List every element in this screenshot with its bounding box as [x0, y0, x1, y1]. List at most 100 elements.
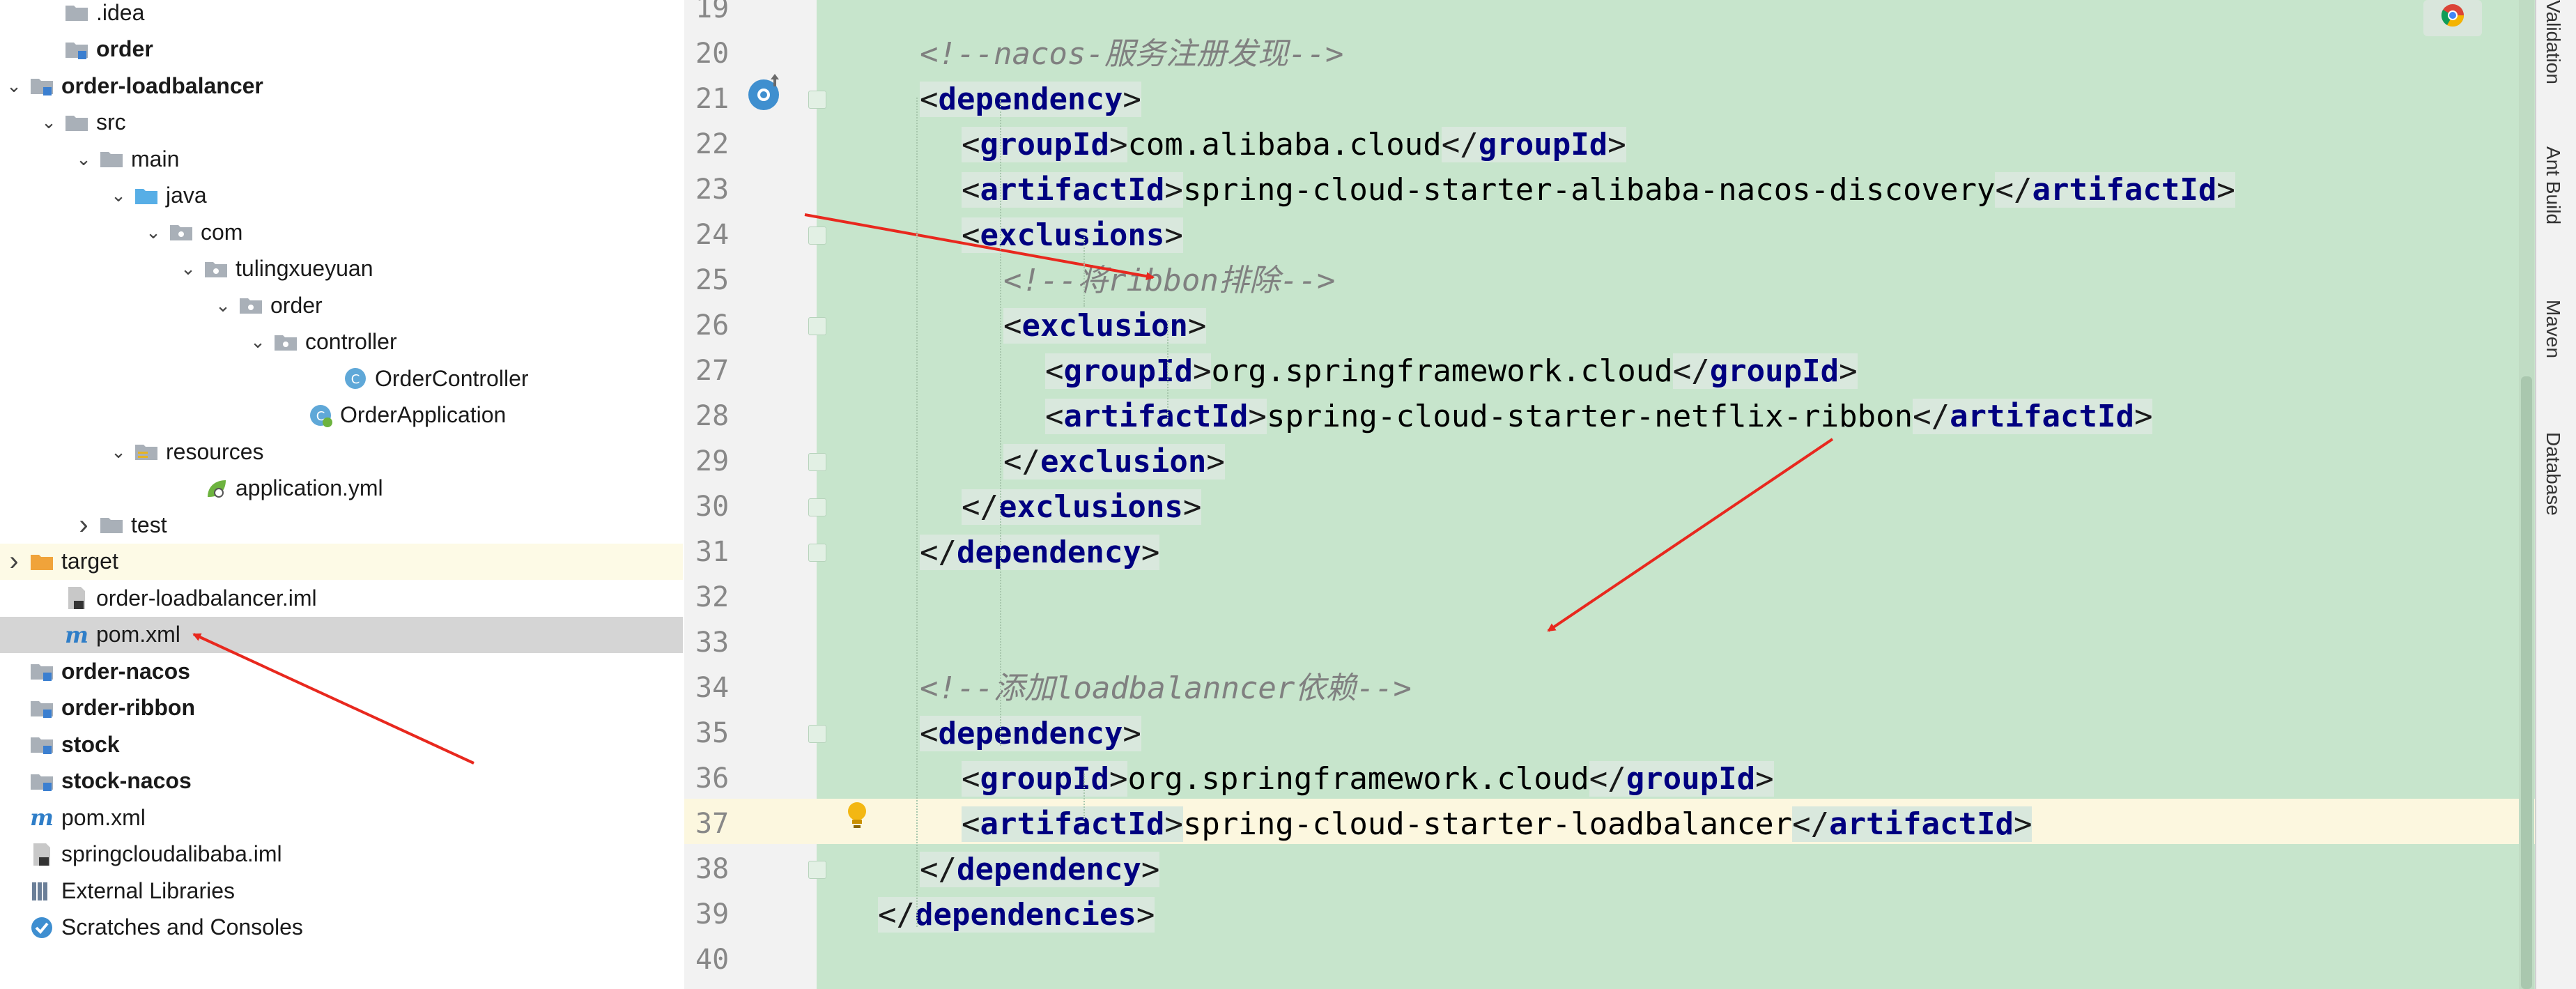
class-icon: C — [341, 365, 369, 392]
resources-folder-icon — [132, 438, 160, 466]
code-line[interactable]: </exclusion> — [1003, 444, 1225, 480]
tree-item[interactable]: ⌄controller — [0, 324, 683, 360]
tree-item[interactable]: order-loadbalancer.iml — [0, 580, 683, 616]
tree-item-label: resources — [166, 438, 264, 464]
database-tool-tab[interactable]: Database — [2543, 432, 2564, 516]
svg-text:C: C — [351, 372, 360, 387]
tree-item-label: pom.xml — [61, 804, 146, 830]
tree-item[interactable]: m pom.xml — [0, 799, 683, 836]
tree-item-label: stock-nacos — [61, 768, 192, 793]
line-number: 37 — [695, 808, 730, 840]
code-line[interactable]: <artifactId>spring-cloud-starter-loadbal… — [962, 806, 2033, 842]
code-line[interactable]: <groupId>org.springframework.cloud</grou… — [962, 761, 1774, 797]
tree-item[interactable]: › test — [0, 507, 683, 543]
ant-build-tool-tab[interactable]: Ant Build — [2543, 146, 2564, 225]
tree-item-label: order — [96, 36, 153, 61]
tree-item[interactable]: ⌄main — [0, 141, 683, 177]
fold-marker[interactable] — [808, 544, 826, 562]
chevron-down-icon[interactable]: ⌄ — [146, 221, 161, 243]
code-line[interactable]: <exclusion> — [1003, 308, 1207, 344]
chevron-down-icon[interactable]: ⌄ — [41, 112, 56, 132]
chevron-down-icon[interactable]: ⌄ — [76, 148, 91, 169]
indent-guide — [1083, 774, 1085, 819]
line-number: 29 — [695, 445, 730, 477]
tree-item[interactable]: ⌄tulingxueyuan — [0, 251, 683, 287]
tree-item-label: order-loadbalancer — [61, 72, 263, 98]
code-line[interactable]: <dependency> — [920, 716, 1141, 751]
module-folder-icon — [28, 767, 56, 795]
code-line[interactable]: <dependency> — [920, 82, 1141, 117]
line-number: 40 — [695, 944, 730, 976]
tree-item[interactable]: ⌄src — [0, 105, 683, 141]
code-line[interactable]: <groupId>com.alibaba.cloud</groupId> — [962, 127, 1626, 162]
tree-item-label: target — [61, 549, 118, 574]
tree-item-label: test — [131, 512, 167, 537]
tree-item[interactable]: order-nacos — [0, 653, 683, 689]
tree-item-label: java — [166, 183, 207, 208]
tree-item[interactable]: ⌄ java — [0, 178, 683, 214]
tree-item[interactable]: .idea — [0, 0, 683, 31]
fold-marker[interactable] — [808, 453, 826, 471]
validation-tool-tab[interactable]: Validation — [2543, 0, 2564, 84]
editor-scrollbar-thumb[interactable] — [2521, 376, 2532, 989]
code-line[interactable]: </dependencies> — [878, 897, 1155, 933]
tree-item[interactable]: stock-nacos — [0, 763, 683, 799]
fold-marker[interactable] — [808, 227, 826, 245]
tree-item[interactable]: order-ribbon — [0, 690, 683, 726]
chevron-down-icon[interactable]: ⌄ — [111, 440, 126, 462]
tree-item[interactable]: application.yml — [0, 470, 683, 507]
tree-item[interactable]: order — [0, 31, 683, 68]
tree-item[interactable]: ⌄ order-loadbalancer — [0, 68, 683, 104]
line-number: 25 — [695, 264, 730, 296]
code-line[interactable]: <exclusions> — [962, 217, 1183, 253]
fold-marker[interactable] — [808, 317, 826, 335]
lightbulb-icon[interactable] — [843, 800, 871, 831]
code-line[interactable]: <!--添加loadbalanncer依赖--> — [920, 670, 1412, 706]
tree-item-label: External Libraries — [61, 877, 235, 903]
source-folder-icon — [132, 182, 160, 210]
indent-guide — [1083, 237, 1085, 307]
tree-item-label: Scratches and Consoles — [61, 914, 303, 940]
line-number: 30 — [695, 491, 730, 523]
code-line[interactable]: <artifactId>spring-cloud-starter-netflix… — [1045, 399, 2153, 434]
chevron-right-icon[interactable]: › — [9, 546, 19, 576]
fold-marker[interactable] — [808, 861, 826, 879]
tree-item[interactable]: › target — [0, 543, 683, 580]
chevron-right-icon[interactable]: › — [79, 509, 88, 540]
code-line[interactable]: <artifactId>spring-cloud-starter-alibaba… — [962, 172, 2235, 208]
chevron-down-icon[interactable]: ⌄ — [250, 331, 265, 352]
package-icon — [202, 255, 230, 283]
tree-item[interactable]: Scratches and Consoles — [0, 910, 683, 946]
tree-item-label: application.yml — [236, 475, 383, 500]
chevron-down-icon[interactable]: ⌄ — [111, 185, 126, 206]
code-line[interactable]: </exclusions> — [962, 489, 1202, 525]
chevron-down-icon[interactable]: ⌄ — [215, 294, 231, 316]
fold-marker[interactable] — [808, 91, 826, 109]
tree-item[interactable]: ⌄order — [0, 287, 683, 323]
code-line[interactable]: <!--将ribbon排除--> — [1003, 263, 1336, 298]
maven-icon: m — [65, 621, 88, 648]
tree-item[interactable]: stock — [0, 726, 683, 762]
code-line[interactable]: <groupId>org.springframework.cloud</grou… — [1045, 353, 1858, 389]
tree-item[interactable]: springcloudalibaba.iml — [0, 836, 683, 873]
spring-bean-gutter-icon[interactable] — [744, 71, 786, 113]
maven-tool-tab[interactable]: Maven — [2543, 300, 2564, 359]
code-line[interactable]: <!--nacos-服务注册发现--> — [920, 36, 1344, 72]
line-number: 39 — [695, 898, 730, 930]
fold-marker[interactable] — [808, 498, 826, 516]
excluded-folder-icon — [28, 548, 56, 576]
tree-item[interactable]: External Libraries — [0, 873, 683, 909]
tree-item[interactable]: ⌄com — [0, 214, 683, 250]
chevron-down-icon[interactable]: ⌄ — [180, 258, 196, 279]
tree-item[interactable]: ⌄ resources — [0, 434, 683, 470]
maven-icon: m — [30, 804, 54, 831]
code-line[interactable]: </dependency> — [920, 852, 1160, 887]
fold-marker[interactable] — [808, 725, 826, 743]
code-line[interactable]: </dependency> — [920, 535, 1160, 570]
chrome-icon[interactable] — [2423, 0, 2482, 36]
chevron-down-icon[interactable]: ⌄ — [6, 75, 22, 96]
line-number: 24 — [695, 219, 730, 251]
